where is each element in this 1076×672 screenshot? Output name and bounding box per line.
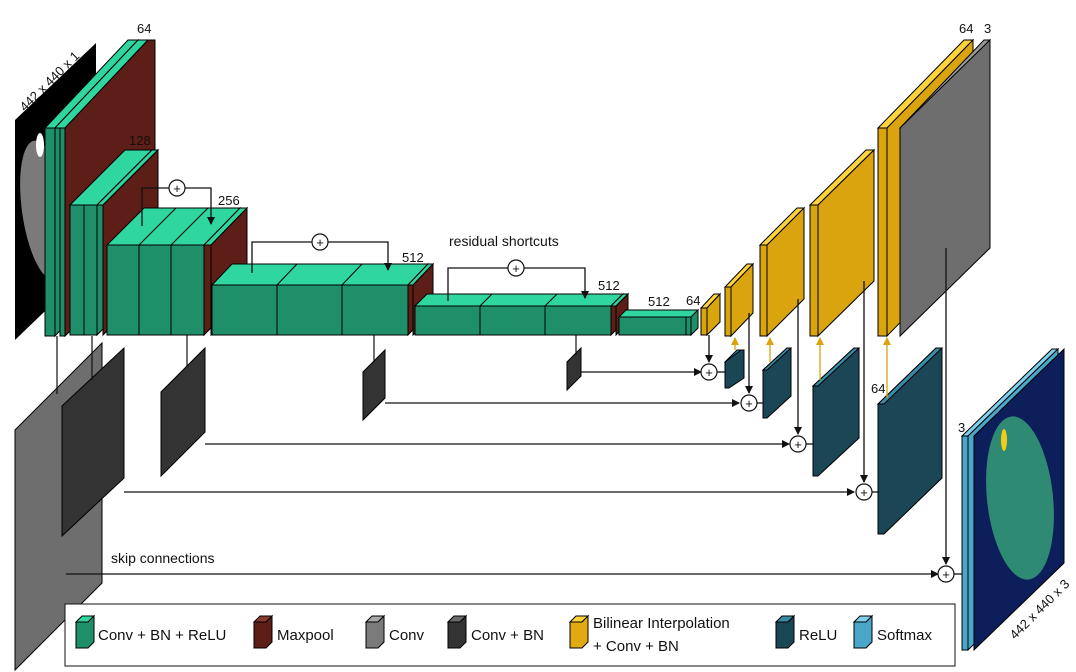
- label-512-b: 512: [598, 278, 620, 293]
- legend-item-maxpool: Maxpool: [252, 614, 334, 649]
- label-512-c: 512: [648, 294, 670, 309]
- label-relu-64: 64: [871, 381, 885, 396]
- encoder-block-512-b: [413, 292, 630, 337]
- legend: Conv + BN + ReLU Maxpool Conv Conv + BN …: [64, 603, 956, 667]
- plus-node-6: +: [794, 437, 802, 452]
- label-out-3: 3: [958, 420, 965, 435]
- label-256: 256: [218, 193, 240, 208]
- legend-label-bilinear-1: Bilinear Interpolation: [593, 615, 730, 632]
- legend-label-conv: Conv: [389, 627, 425, 644]
- plus-node-3: +: [512, 261, 520, 276]
- legend-label-relu: ReLU: [799, 627, 837, 644]
- label-128: 128: [129, 133, 151, 148]
- encoder-block-512-a: [210, 262, 435, 337]
- skip-connections-label: skip connections: [111, 550, 215, 566]
- residual-plus-nodes: + + +: [168, 179, 525, 277]
- residual-shortcuts-label: residual shortcuts: [449, 233, 559, 249]
- label-64-bottleneck: 64: [686, 293, 700, 308]
- plus-node-7: +: [860, 485, 868, 500]
- legend-label-bilinear-2: + Conv + BN: [593, 638, 679, 655]
- plus-node-2: +: [316, 235, 324, 250]
- legend-item-conv: Conv: [364, 614, 425, 649]
- label-64-top: 64: [137, 21, 151, 36]
- label-dec-3: 3: [984, 21, 991, 36]
- plus-node-8: +: [942, 567, 950, 582]
- decoder-final-conv: [898, 38, 992, 338]
- plus-to-relu-arrows: [717, 371, 962, 575]
- label-512-a: 512: [402, 250, 424, 265]
- skip-convbn-layer-2: [160, 346, 206, 478]
- legend-item-softmax: Softmax: [852, 614, 933, 649]
- bottleneck-block: [617, 308, 700, 337]
- plus-node-1: +: [173, 181, 181, 196]
- skip-connection-lines: [66, 368, 939, 578]
- skip-convbn-layer-1: [61, 346, 125, 538]
- legend-label-conv-bn-relu: Conv + BN + ReLU: [98, 627, 226, 644]
- legend-label-conv-bn: Conv + BN: [471, 627, 544, 644]
- skip-convbn-layer-4: [566, 346, 582, 392]
- output-softmax: [960, 347, 1065, 652]
- decoder-relu-blocks: [723, 347, 944, 535]
- legend-item-conv-bn: Conv + BN: [446, 614, 544, 649]
- legend-item-bilinear: Bilinear Interpolation + Conv + BN: [568, 614, 730, 655]
- legend-item-conv-bn-relu: Conv + BN + ReLU: [74, 614, 226, 649]
- legend-item-relu: ReLU: [774, 614, 837, 649]
- upsample-arrows: [731, 337, 891, 398]
- plus-node-4: +: [705, 365, 713, 380]
- skip-drop-lines: [56, 335, 577, 394]
- legend-label-maxpool: Maxpool: [277, 627, 334, 644]
- skip-convbn-layer-3: [362, 348, 386, 422]
- legend-label-softmax: Softmax: [877, 627, 933, 644]
- decoder-plus-nodes: + + + + +: [700, 363, 955, 583]
- label-dec-64: 64: [959, 21, 973, 36]
- decoder-down-arrows: [705, 248, 950, 565]
- plus-node-5: +: [745, 396, 753, 411]
